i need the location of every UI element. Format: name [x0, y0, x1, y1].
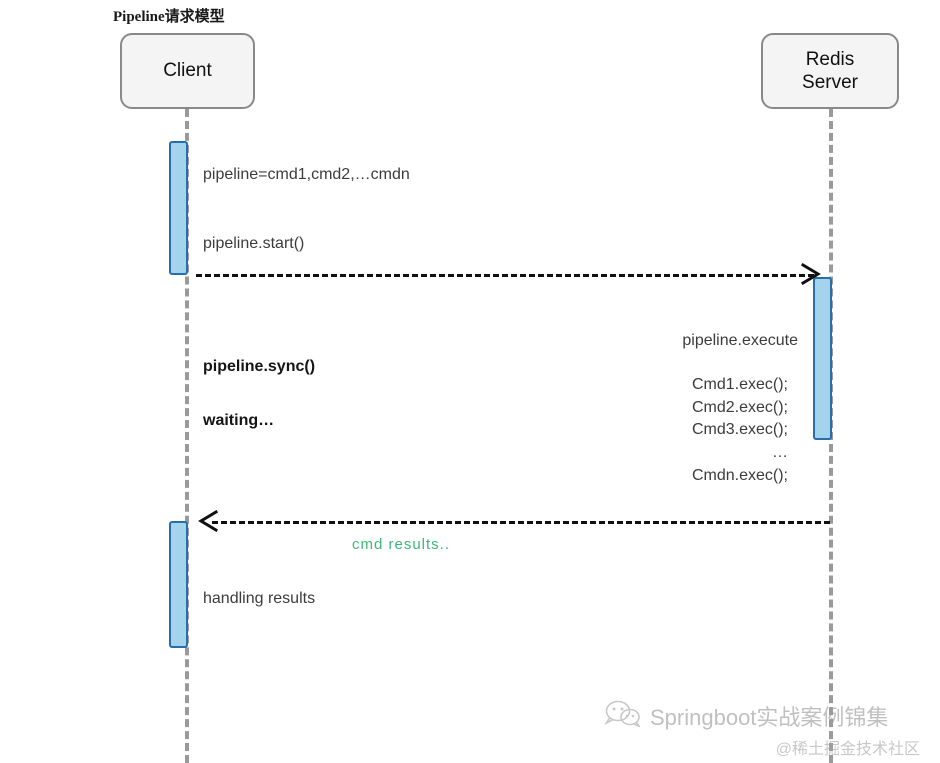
- server-exec-line: Cmd3.exec();: [691, 421, 788, 439]
- server-exec-list: Cmd1.exec(); Cmd2.exec(); Cmd3.exec(); … Cmd…: [553, 374, 788, 488]
- label-pipeline-execute: pipeline.execute: [682, 332, 798, 349]
- label-pipeline-definition: pipeline=cmd1,cmd2,…cmdn: [203, 166, 410, 183]
- watermark: Springboot实战案例锦集 @稀土掘金技术社区: [604, 698, 924, 759]
- activation-bar-redis-execute: [813, 277, 832, 440]
- activation-bar-client-handling: [169, 521, 188, 648]
- server-exec-line: Cmdn.exec();: [691, 466, 788, 484]
- label-handling-results: handling results: [203, 590, 316, 607]
- arrowhead-left-icon: [198, 509, 219, 533]
- participant-redis-label-line2: Server: [802, 72, 858, 93]
- participant-redis-label-line1: Redis: [805, 48, 855, 70]
- page-title: Pipeline请求模型: [113, 9, 225, 25]
- participant-client[interactable]: Client: [120, 33, 255, 109]
- participant-redis[interactable]: Redis Server: [761, 33, 899, 109]
- activation-bar-client-request: [169, 141, 188, 275]
- lifeline-client: [185, 109, 189, 763]
- participant-client-label: Client: [163, 60, 212, 82]
- label-cmd-results: cmd results..: [352, 536, 451, 553]
- server-exec-line: Cmd1.exec();: [691, 376, 788, 393]
- watermark-brand: Springboot实战案例锦集: [650, 705, 889, 730]
- server-exec-line: …: [772, 444, 788, 462]
- message-line-response: [212, 521, 830, 524]
- participant-redis-label: Redis Server: [802, 48, 858, 94]
- message-line-request: [196, 274, 814, 277]
- label-pipeline-sync: pipeline.sync(): [203, 358, 316, 375]
- watermark-source: @稀土掘金技术社区: [775, 741, 920, 758]
- arrowhead-right-icon: [800, 262, 821, 286]
- watermark-brand-row: Springboot实战案例锦集: [604, 698, 924, 734]
- server-exec-line: Cmd2.exec();: [691, 398, 788, 416]
- label-waiting: waiting…: [203, 412, 275, 429]
- wechat-icon: [604, 698, 642, 734]
- label-pipeline-start: pipeline.start(): [203, 235, 305, 252]
